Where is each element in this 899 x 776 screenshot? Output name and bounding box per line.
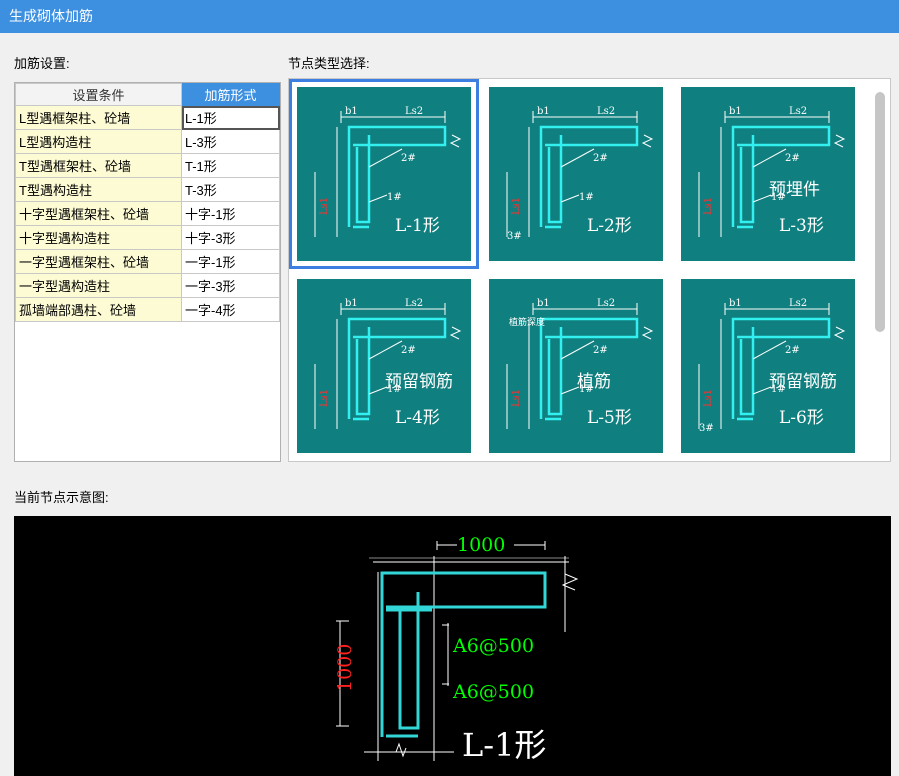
node-label-rebar-1: 1#	[579, 384, 594, 395]
table-row[interactable]: 一字型遇框架柱、砼墙一字-1形	[15, 249, 280, 274]
condition-cell: L型遇框架柱、砼墙	[15, 105, 182, 130]
form-cell[interactable]: 一字-4形	[181, 297, 280, 322]
node-label-ls1: Ls1	[511, 197, 522, 215]
form-cell[interactable]: L-3形	[181, 129, 280, 154]
preview-dim-left: 1000	[334, 644, 356, 692]
form-cell[interactable]: 十字-3形	[181, 225, 280, 250]
node-option-6[interactable]: b1 Ls2 2# 1# Ls1 3# 预留钢筋 L-6形	[673, 271, 863, 461]
node-label-ls2: Ls2	[405, 298, 423, 309]
table-row[interactable]: 孤墙端部遇柱、砼墙一字-4形	[15, 297, 280, 322]
condition-cell: 十字型遇构造柱	[15, 225, 182, 250]
node-title: L-4形	[395, 408, 440, 428]
node-label-rebar-2: 2#	[593, 153, 608, 164]
node-label-ls2: Ls2	[597, 298, 615, 309]
node-subtitle: 预留钢筋	[769, 372, 837, 392]
node-label-b1: b1	[537, 298, 550, 309]
node-label-rebar-1: 1#	[387, 384, 402, 395]
node-title: L-5形	[587, 408, 632, 428]
form-cell[interactable]: 一字-3形	[181, 273, 280, 298]
table-row[interactable]: 一字型遇构造柱一字-3形	[15, 273, 280, 298]
node-preview: 1000 1000 A6@500 A6@500 L-1形	[14, 516, 891, 776]
condition-cell: 一字型遇框架柱、砼墙	[15, 249, 182, 274]
node-title: L-6形	[779, 408, 824, 428]
window-title: 生成砌体加筋	[0, 0, 899, 33]
preview-node-title: L-1形	[462, 726, 546, 764]
condition-cell: T型遇框架柱、砼墙	[15, 153, 182, 178]
condition-cell: 孤墙端部遇柱、砼墙	[15, 297, 182, 322]
node-label-note: 植筋深度	[509, 316, 545, 328]
table-row[interactable]: 十字型遇构造柱十字-3形	[15, 225, 280, 250]
preview-dim-top: 1000	[457, 534, 505, 556]
node-label-b1: b1	[345, 106, 358, 117]
node-subtitle: 预留钢筋	[385, 372, 453, 392]
table-row[interactable]: 十字型遇框架柱、砼墙十字-1形	[15, 201, 280, 226]
form-cell[interactable]: L-1形	[181, 105, 280, 130]
node-label-rebar-3: 3#	[699, 423, 714, 434]
node-label-rebar-2: 2#	[593, 345, 608, 356]
node-label-rebar-2: 2#	[401, 345, 416, 356]
condition-cell: L型遇构造柱	[15, 129, 182, 154]
node-label-ls1: Ls1	[703, 197, 714, 215]
node-label-rebar-2: 2#	[785, 345, 800, 356]
node-label-rebar-1: 1#	[387, 192, 402, 203]
node-title: L-3形	[779, 216, 824, 236]
node-label-b1: b1	[537, 106, 550, 117]
node-label-rebar-1: 1#	[771, 384, 786, 395]
node-label-b1: b1	[729, 106, 742, 117]
node-option-4[interactable]: b1 Ls2 2# 1# Ls1 预留钢筋 L-4形	[289, 271, 479, 461]
settings-label: 加筋设置:	[14, 56, 70, 71]
form-cell[interactable]: T-3形	[181, 177, 280, 202]
node-label-rebar-1: 1#	[771, 192, 786, 203]
node-option-3[interactable]: b1 Ls2 2# 1# Ls1 预埋件 L-3形	[673, 79, 863, 269]
node-label-ls2: Ls2	[789, 298, 807, 309]
node-title: L-1形	[395, 216, 440, 236]
gallery-scrollbar[interactable]	[875, 92, 885, 332]
node-label-ls1: Ls1	[703, 389, 714, 407]
node-subtitle: 预埋件	[769, 180, 820, 200]
node-label-ls2: Ls2	[405, 106, 423, 117]
form-cell[interactable]: 一字-1形	[181, 249, 280, 274]
node-type-label: 节点类型选择:	[288, 56, 370, 71]
column-header-condition: 设置条件	[15, 83, 182, 106]
node-label-ls1: Ls1	[319, 197, 330, 215]
node-label-rebar-3: 3#	[507, 231, 522, 242]
node-label-ls1: Ls1	[319, 389, 330, 407]
node-label-ls2: Ls2	[597, 106, 615, 117]
preview-rebar-bottom: A6@500	[452, 681, 534, 703]
node-label-ls1: Ls1	[511, 389, 522, 407]
condition-cell: 一字型遇构造柱	[15, 273, 182, 298]
node-title: L-2形	[587, 216, 632, 236]
node-label-b1: b1	[345, 298, 358, 309]
node-label-ls2: Ls2	[789, 106, 807, 117]
node-label-rebar-2: 2#	[401, 153, 416, 164]
condition-cell: 十字型遇框架柱、砼墙	[15, 201, 182, 226]
node-label-rebar-2: 2#	[785, 153, 800, 164]
column-header-form: 加筋形式	[181, 83, 280, 106]
form-cell[interactable]: 十字-1形	[181, 201, 280, 226]
node-option-2[interactable]: b1 Ls2 2# 1# Ls1 3# L-2形	[481, 79, 671, 269]
form-cell[interactable]: T-1形	[181, 153, 280, 178]
condition-cell: T型遇构造柱	[15, 177, 182, 202]
node-subtitle: 植筋	[577, 372, 611, 392]
node-label-rebar-1: 1#	[579, 192, 594, 203]
node-option-5[interactable]: b1 Ls2 2# 1# Ls1 植筋深度植筋 L-5形	[481, 271, 671, 461]
node-label-b1: b1	[729, 298, 742, 309]
current-node-label: 当前节点示意图:	[14, 490, 109, 505]
preview-rebar-top: A6@500	[452, 635, 534, 657]
